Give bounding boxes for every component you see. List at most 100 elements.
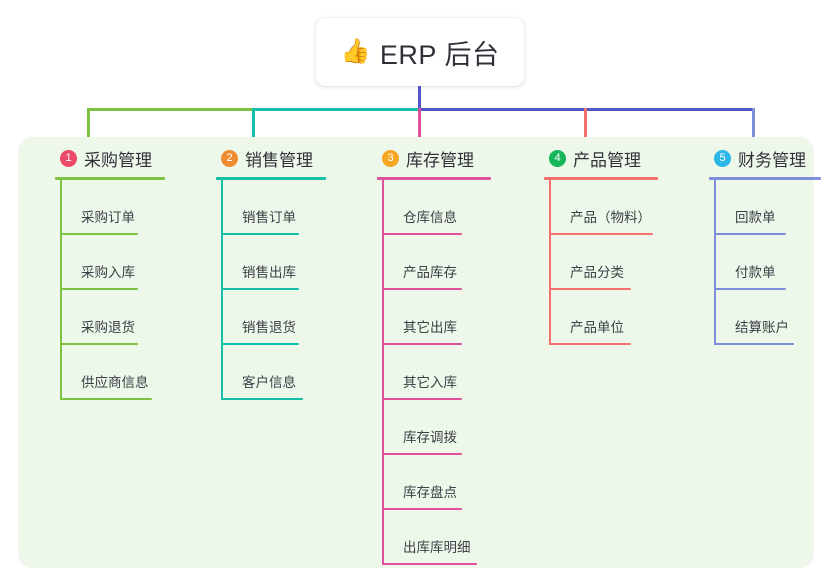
branch-item[interactable]: 采购入库 <box>60 235 198 290</box>
branch-underline <box>55 177 165 180</box>
branch-underline <box>216 177 326 180</box>
branch-item-underline <box>60 398 152 400</box>
bus-teal <box>252 108 419 111</box>
branch-item-underline <box>382 343 462 345</box>
branch-item-underline <box>382 453 462 455</box>
branch-spine <box>60 180 62 400</box>
branches-panel <box>18 137 814 568</box>
branch-item[interactable]: 仓库信息 <box>382 180 525 235</box>
bus-green <box>87 108 253 111</box>
branch-item-label: 其它入库 <box>403 375 457 390</box>
branch-item-underline <box>714 343 794 345</box>
branch-item-underline <box>221 343 299 345</box>
branch-item-underline <box>714 233 786 235</box>
branch-item-underline <box>382 563 477 565</box>
branch-header-5[interactable]: 5 财务管理 <box>692 145 820 171</box>
branch-header-3[interactable]: 3 库存管理 <box>360 145 525 171</box>
branch-item-underline <box>221 233 299 235</box>
branch-items: 销售订单销售出库销售退货客户信息 <box>221 180 359 400</box>
drop-sales <box>252 108 255 141</box>
branch-column-3: 3 库存管理仓库信息产品库存其它出库其它入库库存调拨库存盘点出库库明细 <box>360 145 525 565</box>
branch-item-underline <box>221 288 299 290</box>
branch-header-4[interactable]: 4 产品管理 <box>527 145 687 171</box>
branch-spine <box>714 180 716 345</box>
branch-underline <box>377 177 491 180</box>
branch-item[interactable]: 供应商信息 <box>60 345 198 400</box>
branch-item-label: 供应商信息 <box>81 375 149 390</box>
branch-title: 库存管理 <box>406 150 474 170</box>
branch-item[interactable]: 结算账户 <box>714 290 820 345</box>
branch-item-label: 库存调拨 <box>403 430 457 445</box>
branch-column-4: 4 产品管理产品（物料） 产品分类产品单位 <box>527 145 687 345</box>
branch-spine <box>221 180 223 400</box>
branch-item-underline <box>60 233 138 235</box>
branch-item[interactable]: 库存调拨 <box>382 400 525 455</box>
branch-item[interactable]: 产品（物料） <box>549 180 687 235</box>
branch-number-badge: 4 <box>549 149 566 167</box>
branch-item-label: 销售退货 <box>242 320 296 335</box>
branch-item-underline <box>60 343 138 345</box>
branch-item[interactable]: 出库库明细 <box>382 510 525 565</box>
branch-item-underline <box>60 288 138 290</box>
branch-item-label: 其它出库 <box>403 320 457 335</box>
branch-item-label: 产品分类 <box>570 265 624 280</box>
branch-item-label: 付款单 <box>735 265 776 280</box>
branch-title: 产品管理 <box>573 150 641 170</box>
branch-column-2: 2 销售管理销售订单销售出库销售退货客户信息 <box>199 145 359 400</box>
branch-title: 采购管理 <box>84 150 152 170</box>
drop-finance <box>752 108 755 141</box>
root-node-text: ERP 后台 <box>379 39 500 70</box>
branch-item-label: 出库库明细 <box>403 540 471 555</box>
branch-item-label: 仓库信息 <box>403 210 457 225</box>
drop-product <box>584 108 587 141</box>
branch-title: 财务管理 <box>738 150 806 170</box>
branch-number-badge: 5 <box>714 149 731 167</box>
branch-item-label: 产品单位 <box>570 320 624 335</box>
drop-inventory <box>418 108 421 141</box>
branch-item[interactable]: 其它入库 <box>382 345 525 400</box>
branch-item-label: 销售出库 <box>242 265 296 280</box>
branch-item-label: 采购退货 <box>81 320 135 335</box>
branch-item[interactable]: 客户信息 <box>221 345 359 400</box>
branch-item-underline <box>549 288 631 290</box>
branch-spine <box>549 180 551 345</box>
thumbs-up-icon: 👍 <box>340 38 371 65</box>
branch-number-badge: 3 <box>382 149 399 167</box>
branch-column-1: 1 采购管理采购订单采购入库采购退货供应商信息 <box>38 145 198 400</box>
branch-item[interactable]: 付款单 <box>714 235 820 290</box>
branch-item-label: 回款单 <box>735 210 776 225</box>
branch-item[interactable]: 销售退货 <box>221 290 359 345</box>
branch-item[interactable]: 销售订单 <box>221 180 359 235</box>
branch-item[interactable]: 产品分类 <box>549 235 687 290</box>
branch-header-1[interactable]: 1 采购管理 <box>38 145 198 171</box>
branch-item[interactable]: 产品单位 <box>549 290 687 345</box>
branch-number-badge: 1 <box>60 149 77 167</box>
branch-item[interactable]: 采购订单 <box>60 180 198 235</box>
branch-item[interactable]: 库存盘点 <box>382 455 525 510</box>
branch-item-label: 产品库存 <box>403 265 457 280</box>
branch-title: 销售管理 <box>245 150 313 170</box>
branch-item-underline <box>714 288 786 290</box>
branch-item[interactable]: 销售出库 <box>221 235 359 290</box>
branch-underline <box>544 177 658 180</box>
branch-item-label: 采购入库 <box>81 265 135 280</box>
branch-underline <box>709 177 821 180</box>
branch-item-underline <box>382 288 462 290</box>
branch-item[interactable]: 回款单 <box>714 180 820 235</box>
root-node[interactable]: 👍 ERP 后台 <box>316 18 524 86</box>
branch-item-underline <box>382 233 462 235</box>
branch-header-2[interactable]: 2 销售管理 <box>199 145 359 171</box>
branch-item-label: 采购订单 <box>81 210 135 225</box>
drop-purchasing <box>87 108 90 141</box>
branch-spine <box>382 180 384 565</box>
branch-items: 回款单付款单结算账户 <box>714 180 820 345</box>
branch-items: 仓库信息产品库存其它出库其它入库库存调拨库存盘点出库库明细 <box>382 180 525 565</box>
branch-column-5: 5 财务管理回款单付款单结算账户 <box>692 145 821 345</box>
branch-number-badge: 2 <box>221 149 238 167</box>
branch-item[interactable]: 产品库存 <box>382 235 525 290</box>
branch-items: 产品（物料） 产品分类产品单位 <box>549 180 687 345</box>
branch-item-label: 销售订单 <box>242 210 296 225</box>
branch-item[interactable]: 其它出库 <box>382 290 525 345</box>
branch-item[interactable]: 采购退货 <box>60 290 198 345</box>
